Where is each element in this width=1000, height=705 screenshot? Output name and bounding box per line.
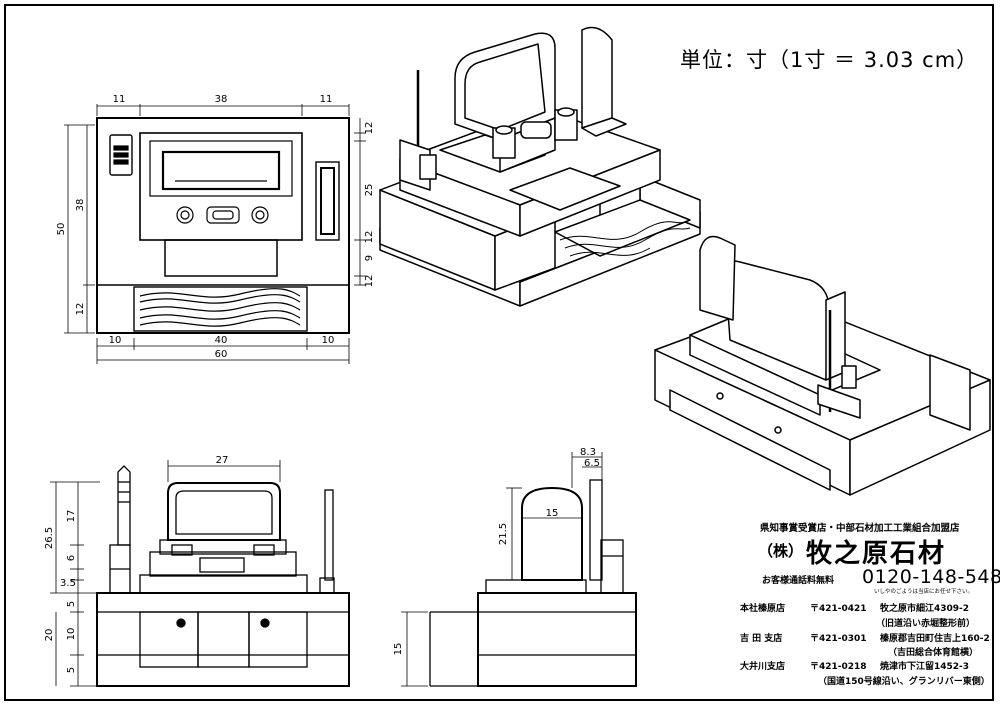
side-elevation bbox=[429, 479, 637, 687]
company-name: 牧之原石材 bbox=[806, 539, 947, 569]
branch-name: 本社榛原店 bbox=[740, 604, 786, 614]
svg-text:25: 25 bbox=[364, 184, 375, 197]
branch-address: 焼津市下江留1452-3 bbox=[880, 662, 970, 672]
svg-text:38: 38 bbox=[75, 199, 86, 212]
branch-zip: 〒421-0301 bbox=[810, 634, 867, 644]
front-dimension-labels: 27 26.5 17 6 3.5 5 20 10 5 bbox=[44, 455, 228, 673]
side-dimension-lines bbox=[401, 452, 603, 687]
svg-text:38: 38 bbox=[215, 94, 228, 105]
branch-note: （吉田総合体育館横） bbox=[888, 648, 979, 658]
isometric-view-front bbox=[379, 26, 701, 307]
plan-dimension-lines bbox=[64, 104, 366, 364]
svg-text:50: 50 bbox=[56, 223, 67, 236]
association-text: 県知事賞受賞店・中部石材加工工業組合加盟店 bbox=[760, 523, 960, 534]
svg-text:11: 11 bbox=[320, 94, 333, 105]
phone-note: いしやのごようは当店にお任せ下さい。 bbox=[874, 589, 973, 595]
svg-text:60: 60 bbox=[215, 349, 228, 360]
svg-text:12: 12 bbox=[364, 122, 375, 135]
svg-text:21.5: 21.5 bbox=[498, 523, 509, 545]
phone-number: 0120-148-548 bbox=[862, 566, 1000, 588]
svg-text:12: 12 bbox=[364, 275, 375, 288]
front-dimension-lines bbox=[50, 460, 281, 687]
branch-note: （国道150号線沿い、グランリバー東側） bbox=[818, 677, 990, 687]
front-elevation bbox=[96, 465, 350, 687]
side-dimension-labels: 8.3 6.5 15 21.5 15 bbox=[393, 447, 600, 655]
svg-text:8.3: 8.3 bbox=[580, 447, 596, 458]
isometric-view-back bbox=[654, 235, 991, 496]
branch-address: 榛原郡吉田町住吉上160-2 bbox=[880, 634, 990, 644]
plan-view bbox=[96, 117, 350, 334]
svg-text:10: 10 bbox=[109, 335, 122, 346]
svg-text:3.5: 3.5 bbox=[60, 578, 76, 589]
svg-text:5: 5 bbox=[66, 601, 77, 607]
svg-text:12: 12 bbox=[75, 303, 86, 316]
units-label: 単位：寸（1寸 ＝ 3.03 cm） bbox=[680, 48, 979, 72]
svg-text:17: 17 bbox=[66, 510, 77, 523]
branch-zip: 〒421-0421 bbox=[810, 604, 867, 614]
svg-text:15: 15 bbox=[546, 508, 559, 519]
svg-text:6.5: 6.5 bbox=[584, 458, 600, 469]
branch-zip: 〒421-0218 bbox=[810, 662, 867, 672]
svg-text:27: 27 bbox=[216, 455, 229, 466]
svg-text:6: 6 bbox=[66, 555, 77, 561]
svg-text:10: 10 bbox=[66, 628, 77, 641]
branch-address: 牧之原市細江4309-2 bbox=[880, 604, 970, 614]
plan-dimension-labels: 11 38 11 10 40 10 60 50 38 12 12 25 12 9… bbox=[56, 94, 375, 360]
svg-text:40: 40 bbox=[215, 335, 228, 346]
svg-text:10: 10 bbox=[322, 335, 335, 346]
svg-text:26.5: 26.5 bbox=[44, 527, 55, 549]
svg-text:9: 9 bbox=[364, 255, 375, 261]
branch-note: （旧道沿い赤堀整形前） bbox=[876, 619, 976, 629]
branch-name: 大井川支店 bbox=[740, 662, 786, 672]
svg-text:20: 20 bbox=[44, 629, 55, 642]
company-kabu: （株） bbox=[758, 542, 804, 560]
svg-text:11: 11 bbox=[113, 94, 126, 105]
svg-text:15: 15 bbox=[393, 643, 404, 656]
svg-text:5: 5 bbox=[66, 667, 77, 673]
sheet-border bbox=[4, 4, 994, 701]
toll-free-label: お客様通話料無料 bbox=[762, 576, 835, 586]
branch-name: 吉 田 支店 bbox=[740, 634, 783, 644]
svg-text:12: 12 bbox=[364, 231, 375, 244]
